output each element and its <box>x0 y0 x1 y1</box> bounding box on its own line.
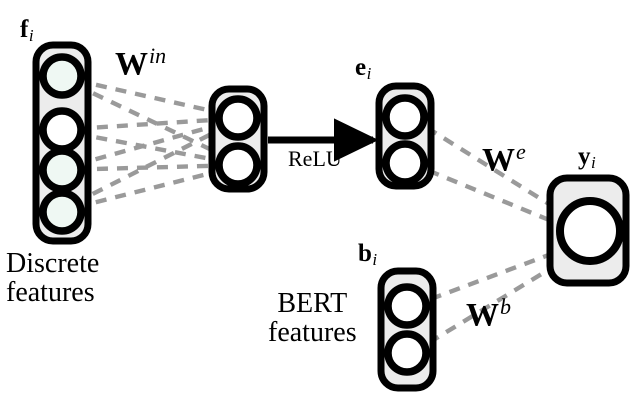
node-embedding-1 <box>382 94 428 140</box>
label-e-i-subscript: i <box>366 63 372 83</box>
caption-discrete-line-2: features <box>6 277 95 309</box>
label-b-i-subscript: i <box>372 249 378 269</box>
label-y-i-subscript: i <box>591 152 596 172</box>
label-b-i-base: b <box>358 240 372 267</box>
node-bert-1 <box>384 283 430 329</box>
node-output-1 <box>556 197 624 265</box>
caption-bert-line-2: features <box>268 317 357 349</box>
label-e-i: ei <box>355 55 371 82</box>
label-w-in: Win <box>115 45 166 81</box>
layer-embedding <box>375 82 435 190</box>
node-hidden-1 <box>215 95 261 141</box>
label-w-in-base: W <box>115 46 148 83</box>
caption-bert-features: BERT features <box>268 289 357 348</box>
caption-bert-line-1: BERT <box>277 288 348 319</box>
label-y-i: yi <box>578 144 596 171</box>
label-relu: ReLU <box>288 146 342 171</box>
label-w-e: We <box>482 141 526 177</box>
label-w-in-superscript: in <box>149 43 167 68</box>
node-bert-2 <box>384 330 430 376</box>
label-w-e-base: W <box>482 142 515 179</box>
label-w-b: Wb <box>466 296 511 332</box>
label-e-i-base: e <box>355 54 367 81</box>
layer-discrete-features <box>32 41 92 245</box>
node-discrete-3 <box>39 147 85 193</box>
label-f-i-base: f <box>20 16 29 43</box>
caption-discrete-line-1: Discrete <box>6 248 100 279</box>
label-b-i: bi <box>358 241 377 268</box>
layer-bert-features <box>377 267 437 392</box>
node-hidden-2 <box>215 142 261 188</box>
node-discrete-4 <box>39 189 85 235</box>
layer-hidden <box>208 85 268 193</box>
label-f-i-subscript: i <box>28 25 34 45</box>
label-w-e-superscript: e <box>516 139 526 164</box>
node-embedding-2 <box>382 140 428 186</box>
caption-discrete-features: Discrete features <box>6 249 99 308</box>
layer-output <box>546 174 630 287</box>
node-discrete-1 <box>39 53 85 99</box>
label-y-i-base: y <box>578 143 591 170</box>
label-f-i: fi <box>20 17 34 44</box>
label-w-b-base: W <box>466 297 499 334</box>
label-w-b-superscript: b <box>500 294 511 319</box>
node-discrete-2 <box>39 107 85 153</box>
